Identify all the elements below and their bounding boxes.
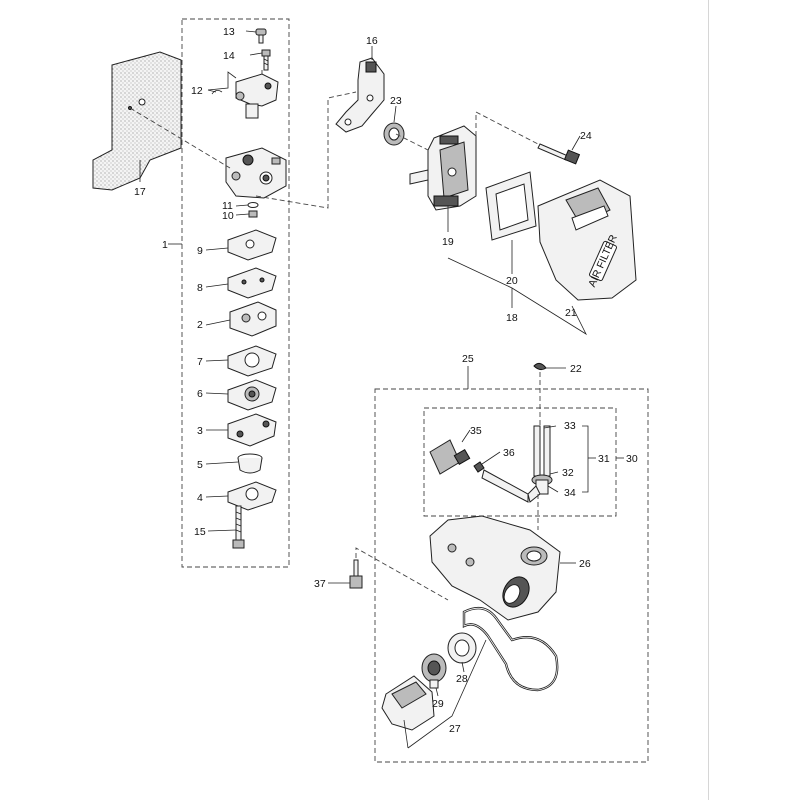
air-filter-base-19 [409, 125, 477, 211]
insulator-gasket-17 [92, 51, 182, 191]
fuel-tank-26 [429, 515, 561, 621]
part-label-11: 11 [222, 200, 233, 212]
diaphragm-8 [227, 267, 277, 299]
carburetor-kit-group-box [181, 18, 290, 568]
carburetor-body [225, 147, 287, 199]
primer-bulb-5 [237, 453, 263, 474]
part-label-13: 13 [223, 26, 235, 38]
part-label-3: 3 [197, 425, 203, 437]
part-label-1: 1 [162, 239, 168, 251]
fuel-line-subgroup-box [423, 407, 617, 517]
part-label-32: 32 [562, 467, 574, 479]
filter-element-20 [485, 171, 537, 241]
part-label-24: 24 [580, 130, 592, 142]
fuel-line-assembly [481, 425, 553, 503]
gasket-ring-23 [383, 122, 405, 146]
part-label-15: 15 [194, 526, 206, 538]
screw-13 [255, 28, 267, 44]
part-number-labels: 1 2 3 4 5 6 7 8 9 10 11 12 13 14 15 16 1… [134, 26, 638, 735]
part-label-17: 17 [134, 186, 146, 198]
dashed-connectors [129, 91, 541, 601]
ring-28 [447, 632, 477, 664]
bolt-14 [261, 49, 271, 71]
fitting-36 [473, 461, 485, 473]
gasket-hole [138, 98, 146, 106]
part-label-36: 36 [503, 447, 515, 459]
part-label-20: 20 [506, 275, 518, 287]
part-label-35: 35 [470, 425, 482, 437]
part-label-22: 22 [570, 363, 582, 375]
part-label-7: 7 [197, 356, 203, 368]
part-label-30: 30 [626, 453, 638, 465]
primer-cover-4 [227, 481, 277, 511]
jet-10 [248, 210, 258, 218]
part-label-16: 16 [366, 35, 378, 47]
part-label-29: 29 [432, 698, 444, 710]
part-label-12: 12 [191, 85, 203, 97]
part-label-8: 8 [197, 282, 203, 294]
o-ring-11 [247, 202, 259, 208]
screw-15 [232, 505, 245, 549]
part-label-37: 37 [314, 578, 326, 590]
part-label-23: 23 [390, 95, 402, 107]
leader-lines [139, 30, 624, 749]
part-label-14: 14 [223, 50, 235, 62]
screw-37 [349, 559, 363, 589]
part-label-2: 2 [197, 319, 203, 331]
part-label-21: 21 [565, 307, 577, 319]
page-side-rule [708, 0, 709, 800]
part-label-27: 27 [449, 723, 461, 735]
part-label-26: 26 [579, 558, 591, 570]
fuel-tank-group-box [374, 388, 649, 763]
bolt-24 [537, 143, 581, 165]
part-label-31: 31 [598, 453, 610, 465]
clip-12 [211, 90, 223, 95]
cover-3 [227, 413, 277, 447]
part-label-28: 28 [456, 673, 468, 685]
air-filter-cover-21: AIR FILTER [537, 179, 637, 301]
part-label-25: 25 [462, 353, 474, 365]
part-label-18: 18 [506, 312, 518, 324]
part-label-5: 5 [197, 459, 203, 471]
part-label-6: 6 [197, 388, 203, 400]
carburetor-throttle-assembly [235, 70, 279, 119]
pump-body-2 [229, 301, 277, 337]
fuel-filter-35 [429, 439, 471, 475]
fuel-cap [381, 675, 435, 731]
bracket-16 [335, 57, 385, 133]
vent-29 [421, 653, 447, 689]
clip-22 [533, 362, 547, 371]
tank-gasket-27 [462, 606, 559, 692]
part-label-9: 9 [197, 245, 203, 257]
part-label-34: 34 [564, 487, 576, 499]
part-label-10: 10 [222, 210, 234, 222]
part-label-4: 4 [197, 492, 203, 504]
part-label-19: 19 [442, 236, 454, 248]
part-label-33: 33 [564, 420, 576, 432]
